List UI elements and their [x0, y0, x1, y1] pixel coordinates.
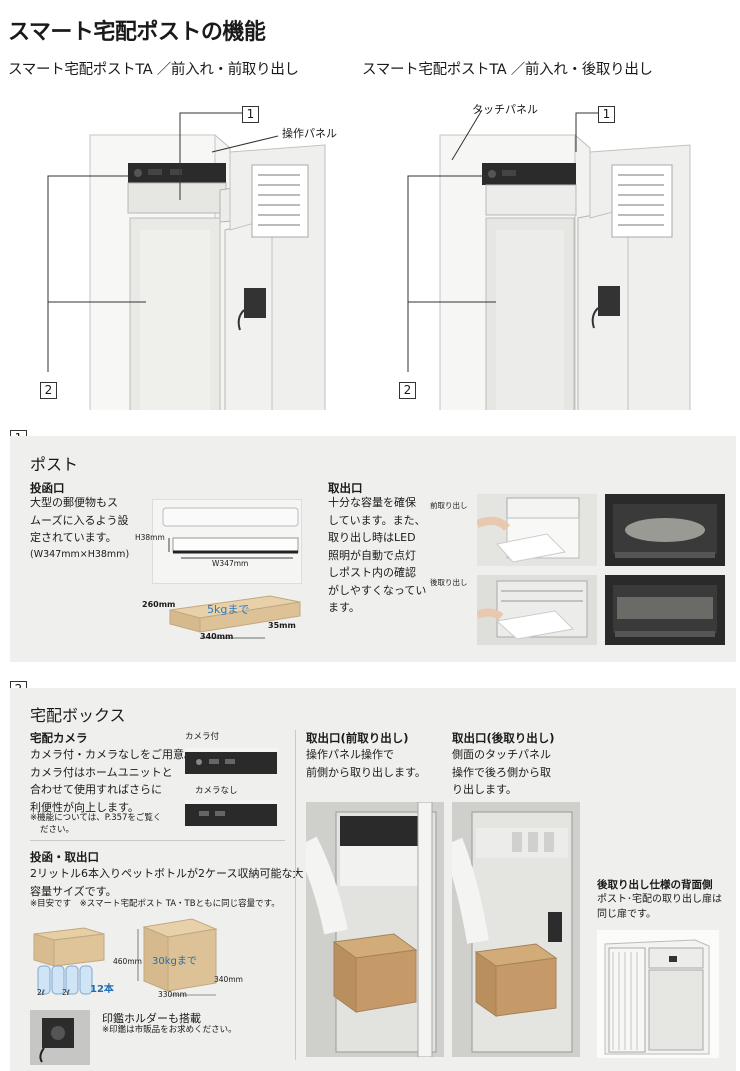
front-rear-product-image — [407, 109, 691, 410]
vertical-divider — [295, 730, 296, 1060]
capacity-depth-label: 340mm — [214, 975, 243, 984]
camera-title: 宅配カメラ — [30, 731, 88, 745]
front-box-outlet-photo — [306, 802, 444, 1057]
variant-front-title: スマート宅配ポストTA ／前入れ・前取り出し — [8, 62, 299, 78]
rear-box-outlet-photo — [452, 802, 580, 1057]
camera-note: ※機能については、P.357をご覧く ださい。 — [30, 813, 162, 835]
slot-photo — [152, 499, 302, 584]
seal-holder-note: ※印鑑は市販品をお求めください。 — [102, 1025, 237, 1035]
without-camera-panel-image — [185, 800, 277, 826]
capacity-note: ※目安です ※スマート宅配ポスト TA・TBともに同じ容量です。 — [30, 899, 280, 909]
front-box-outlet-title: 取出口(前取り出し) — [306, 731, 409, 745]
outlet-description: 十分な容量を確保 しています。また、 取り出し時はLED 照明が自動で点灯 しポ… — [328, 496, 427, 614]
capacity-weight-label: 30kgまで — [152, 956, 197, 967]
rear-side-title: 後取り出し仕様の背面側 — [597, 879, 713, 891]
product-illustrations — [47, 109, 691, 410]
slot-description: 大型の郵便物もス ムーズに入るよう設 定されています。 (W347mm×H38m… — [30, 496, 130, 560]
capacity-height-label: 460mm — [113, 957, 142, 966]
box-height-label: 35mm — [268, 621, 296, 630]
capacity-description: 2リットル6本入りペットボトルが2ケース収納可能な大 容量サイズです。 — [30, 867, 304, 898]
without-camera-label: カメラなし — [195, 786, 238, 796]
post-heading: ポスト — [30, 455, 79, 474]
callout-2-left: 2 — [40, 382, 57, 399]
front-outlet-led-photo — [605, 494, 725, 566]
touch-panel-label: タッチパネル — [472, 103, 538, 116]
callout-2-right: 2 — [399, 382, 416, 399]
with-camera-label: カメラ付 — [185, 732, 220, 742]
with-camera-panel-image — [185, 748, 277, 774]
operation-panel-label: 操作パネル — [282, 127, 337, 140]
callout-1-left: 1 — [242, 106, 259, 123]
camera-description: カメラ付・カメラなしをご用意。 カメラ付はホームユニットと 合わせて使用すればさ… — [30, 748, 195, 814]
box-heading: 宅配ボックス — [30, 706, 126, 725]
slot-title: 投函口 — [30, 481, 65, 495]
camera-divider — [30, 840, 285, 841]
bottle-label-1: 2ℓ — [37, 988, 45, 997]
variant-rear-title: スマート宅配ポストTA ／前入れ・後取り出し — [362, 62, 653, 78]
rear-outlet-led-photo — [605, 575, 725, 645]
bottle-cases-illustration — [33, 927, 105, 995]
slot-height-label: H38mm — [135, 533, 165, 542]
bottle-label-2: 2ℓ — [62, 988, 70, 997]
capacity-title: 投函・取出口 — [30, 850, 99, 864]
box-depth-label: 260mm — [142, 600, 176, 609]
seal-holder-photo — [30, 1010, 90, 1065]
front-box-outlet-description: 操作パネル操作で 前側から取り出します。 — [306, 748, 426, 779]
seal-holder-title: 印鑑ホルダーも搭載 — [102, 1012, 201, 1025]
front-outlet-label: 前取り出し — [430, 501, 468, 510]
parcel-box-illustration — [169, 595, 301, 639]
capacity-box-illustration — [137, 918, 218, 996]
rear-outlet-photo — [477, 575, 597, 645]
capacity-width-label: 330mm — [158, 990, 187, 999]
rear-box-outlet-title: 取出口(後取り出し) — [452, 731, 555, 745]
front-front-product-image — [47, 112, 326, 410]
box-weight-label: 5kgまで — [207, 603, 250, 616]
front-outlet-photo — [477, 494, 597, 566]
rear-outlet-label: 後取り出し — [430, 578, 468, 587]
slot-width-label: W347mm — [212, 559, 249, 568]
box-width-label: 340mm — [200, 632, 234, 641]
rear-side-photo — [597, 930, 719, 1058]
page-title: スマート宅配ポストの機能 — [8, 20, 266, 45]
rear-side-description: ポスト･宅配の取り出し扉は 同じ扉です。 — [597, 894, 722, 920]
outlet-title: 取出口 — [328, 481, 363, 495]
rear-box-outlet-description: 側面のタッチパネル 操作で後ろ側から取 り出します。 — [452, 748, 551, 796]
callout-1-right: 1 — [598, 106, 615, 123]
bottles-count: 12本 — [90, 984, 114, 995]
